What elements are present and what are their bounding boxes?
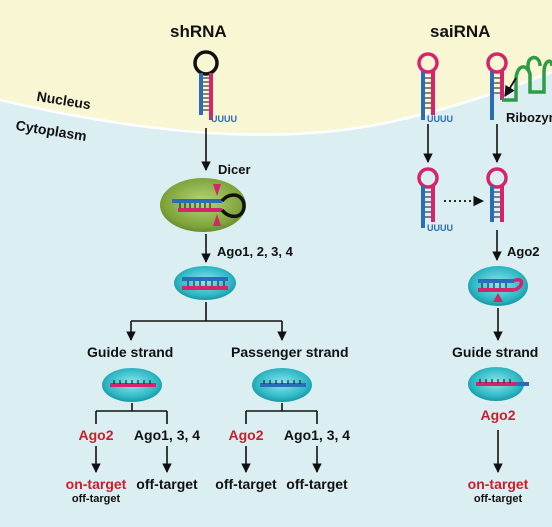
sairna-ribozyme-hairpin xyxy=(486,52,552,120)
guide-branch-connector xyxy=(91,403,172,473)
guide-on-target: on-target xyxy=(65,476,127,492)
title-shrna: shRNA xyxy=(170,22,227,41)
label-passenger-strand: Passenger strand xyxy=(231,344,349,360)
sairna-hairpin-nucleus xyxy=(417,52,439,120)
label-guide-strand-left: Guide strand xyxy=(87,344,174,360)
label-ribozyme: Ribozyme xyxy=(506,110,552,125)
sai-off-target-small: off-target xyxy=(473,493,523,505)
passenger-ago-complex xyxy=(252,368,312,402)
passenger-branch-connector xyxy=(241,403,322,473)
cytoplasm-region xyxy=(0,72,552,527)
ago-duplex-complex xyxy=(174,266,236,300)
guide-off-target: off-target xyxy=(136,476,198,492)
sairna-hairpin-cyto-b xyxy=(486,167,508,222)
label-ago-all: Ago1, 2, 3, 4 xyxy=(217,244,293,259)
passenger-off-target-b: off-target xyxy=(286,476,348,492)
sai-guide-ago-complex xyxy=(468,367,529,401)
passenger-ago2: Ago2 xyxy=(228,427,264,443)
uuuu-shrna: UUUU xyxy=(211,114,237,124)
dicer-complex xyxy=(160,178,246,232)
title-sairna: saiRNA xyxy=(430,22,491,41)
guide-ago134: Ago1, 3, 4 xyxy=(133,427,201,443)
label-dicer: Dicer xyxy=(218,162,251,177)
guide-ago-complex xyxy=(102,368,162,402)
uuuu-sai-nucleus: UUUU xyxy=(427,114,453,124)
sai-ago2-label: Ago2 xyxy=(480,407,516,423)
sai-ago2-complex xyxy=(468,266,528,306)
shrna-hairpin xyxy=(193,50,219,120)
uuuu-sai-cyto: UUUU xyxy=(427,223,453,233)
guide-ago2: Ago2 xyxy=(78,427,114,443)
label-sai-ago2: Ago2 xyxy=(507,244,540,259)
guide-off-target-small: off-target xyxy=(71,493,121,505)
label-guide-strand-right: Guide strand xyxy=(452,344,539,360)
sai-on-target: on-target xyxy=(467,476,529,492)
passenger-off-target-a: off-target xyxy=(215,476,277,492)
sairna-hairpin-cyto-a xyxy=(417,167,439,228)
nuclear-membrane xyxy=(0,70,552,136)
split-connector xyxy=(126,302,287,341)
passenger-ago134: Ago1, 3, 4 xyxy=(283,427,351,443)
